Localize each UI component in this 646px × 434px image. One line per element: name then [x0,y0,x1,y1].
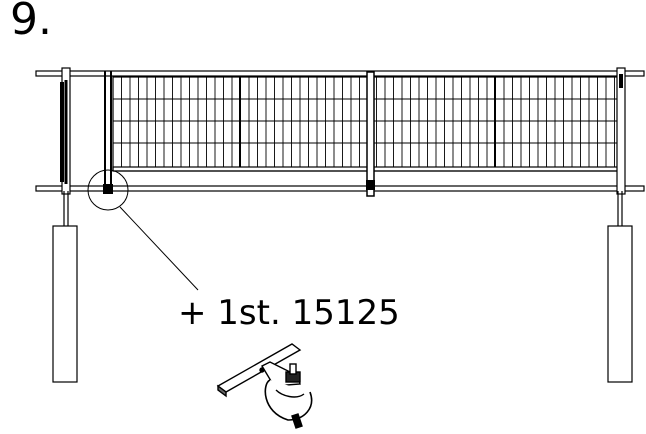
left-hinge-post [60,67,71,195]
step-number: 9. [10,0,52,45]
center-post [366,71,375,197]
bottom-rail [35,185,645,192]
right-ground-post [607,191,633,383]
mesh-grid [113,77,623,167]
left-gate-stile [103,71,113,194]
top-rail [35,70,645,77]
left-ground-post [52,191,78,383]
zoom-detail-circle [87,169,199,291]
right-hinge-post [616,67,626,195]
part-number-label: + 1st. 15125 [178,293,400,333]
clamp-fitting-icon [216,343,313,429]
